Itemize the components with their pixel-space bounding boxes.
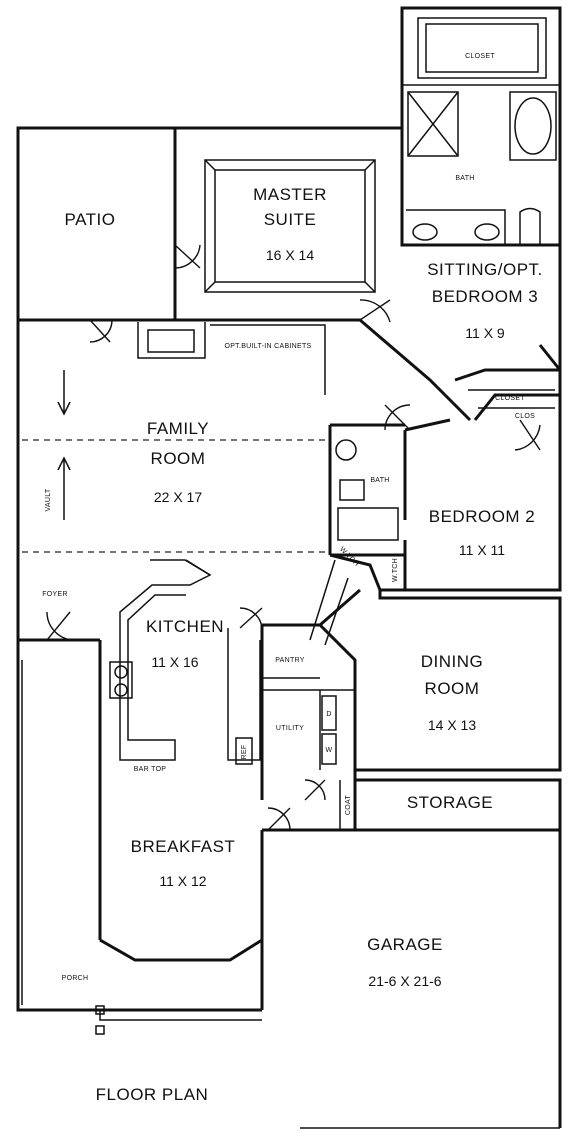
dining-room-label-1: DINING <box>421 652 484 671</box>
garage-dim: 21-6 X 21-6 <box>368 973 441 989</box>
bath-master-label: BATH <box>455 175 474 182</box>
bedroom2-label: BEDROOM 2 <box>429 507 536 526</box>
breakfast-dim: 11 X 12 <box>159 873 206 889</box>
family-room-label-2: ROOM <box>151 449 206 468</box>
opt-cabinets-label: OPT.BUILT-IN CABINETS <box>224 343 311 350</box>
dryer-label: D <box>326 711 331 718</box>
bar-top-label: BAR TOP <box>134 766 167 773</box>
porch-label: PORCH <box>62 975 89 982</box>
utility-label: UTILITY <box>276 725 304 732</box>
family-room-dim: 22 X 17 <box>154 489 202 505</box>
dining-room-label-2: ROOM <box>425 679 480 698</box>
master-suite-label-2: SUITE <box>264 210 317 229</box>
linen2-label: W.TCH <box>392 558 399 582</box>
clos-bed2-label: CLOS <box>515 413 535 420</box>
walls <box>16 6 562 1129</box>
room-labels: CLOSET BATH MASTER SUITE 16 X 14 PATIO S… <box>42 53 543 1104</box>
master-suite-dim: 16 X 14 <box>266 247 314 263</box>
master-suite-label-1: MASTER <box>253 185 327 204</box>
patio-label: PATIO <box>65 210 116 229</box>
bedroom2-dim: 11 X 11 <box>459 542 505 558</box>
bath-hall-label: BATH <box>370 477 389 484</box>
washer-label: W <box>326 747 333 754</box>
garage-label: GARAGE <box>367 935 443 954</box>
floor-plan-caption: FLOOR PLAN <box>96 1085 209 1104</box>
breakfast-label: BREAKFAST <box>131 837 236 856</box>
doors <box>46 244 541 831</box>
sitting-label-1: SITTING/OPT. <box>427 260 543 279</box>
foyer-label: FOYER <box>42 591 68 598</box>
kitchen-label: KITCHEN <box>146 617 224 636</box>
vault-arrows <box>57 370 71 520</box>
storage-label: STORAGE <box>407 793 493 812</box>
vault-label: VAULT <box>45 488 52 511</box>
kitchen-dim: 11 X 16 <box>151 654 198 670</box>
dining-room-dim: 14 X 13 <box>428 717 476 733</box>
ref-label: REF <box>241 745 248 760</box>
beam-lines <box>22 439 330 553</box>
closet-master-label: CLOSET <box>465 53 495 60</box>
pantry-label: PANTRY <box>275 657 305 664</box>
family-room-label-1: FAMILY <box>147 419 209 438</box>
sitting-dim: 11 X 9 <box>465 325 505 341</box>
coat-label: COAT <box>345 795 352 816</box>
sitting-label-2: BEDROOM 3 <box>432 287 539 306</box>
closet-bed3-label: CLOSET <box>495 395 525 402</box>
